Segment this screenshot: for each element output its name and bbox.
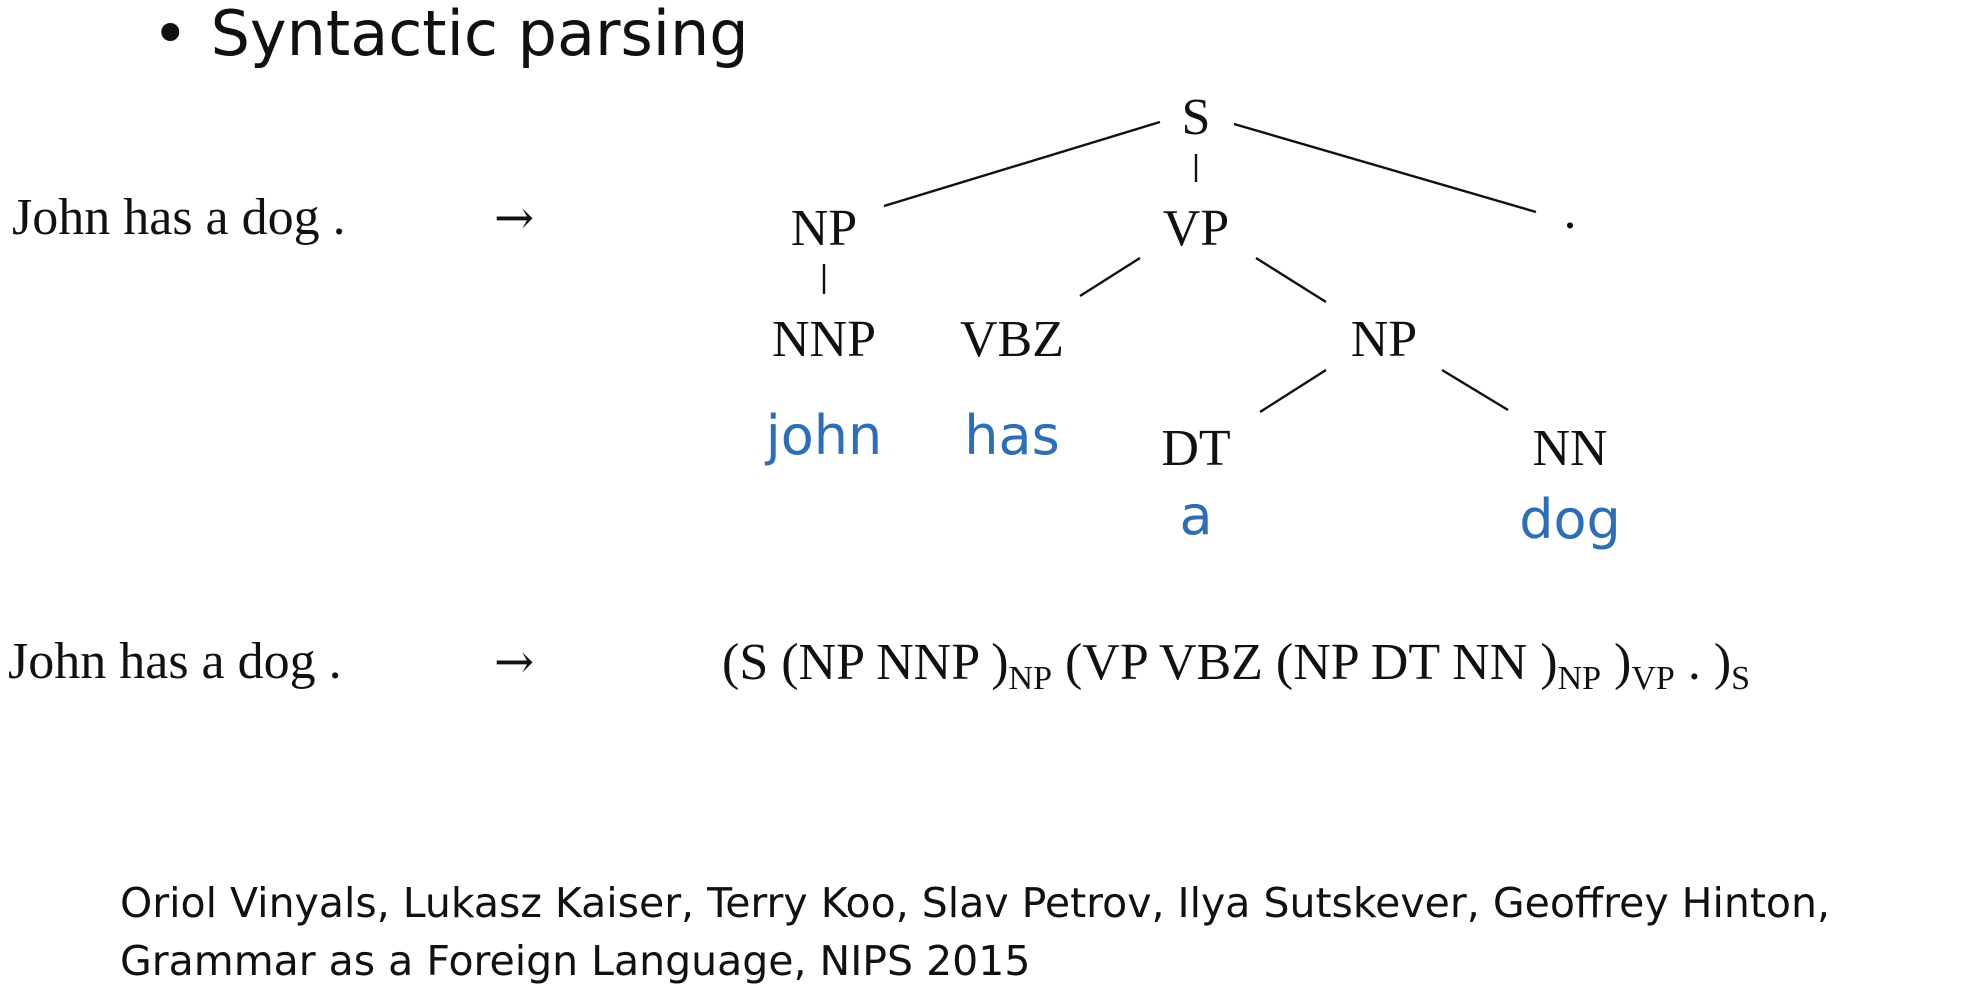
linearized-parse: (S (NP NNP )NP (VP VBZ (NP DT NN )NP )VP… bbox=[722, 628, 1750, 698]
example-sentence-linearized: John has a dog . bbox=[8, 633, 342, 690]
tree-edges bbox=[822, 120, 1537, 414]
arrow-to-linearized: → bbox=[494, 634, 535, 690]
node-period: . bbox=[1564, 183, 1577, 240]
edge-np-dt bbox=[1259, 368, 1327, 414]
node-nn: NN bbox=[1532, 420, 1607, 477]
edge-s-np bbox=[883, 120, 1161, 208]
edge-vp-vbz bbox=[1079, 256, 1141, 298]
tree-word-labels: john has a dog bbox=[765, 404, 1621, 551]
node-dt: DT bbox=[1161, 420, 1230, 477]
edge-np-nn bbox=[1441, 368, 1509, 412]
bracket-segment: (VP VBZ (NP DT NN ) bbox=[1051, 634, 1558, 691]
edge-s-period bbox=[1233, 122, 1537, 214]
bracket-subscript: S bbox=[1731, 660, 1751, 697]
word-has: has bbox=[964, 404, 1059, 467]
word-dog: dog bbox=[1519, 488, 1621, 551]
bracket-subscript: VP bbox=[1631, 660, 1675, 697]
bullet-marker: • bbox=[152, 0, 189, 70]
edge-vp-np bbox=[1255, 256, 1327, 304]
bracket-segment: ) bbox=[1601, 634, 1632, 691]
bracket-segment: . ) bbox=[1674, 634, 1732, 691]
node-vbz: VBZ bbox=[960, 311, 1064, 368]
node-np-object: NP bbox=[1351, 311, 1417, 368]
node-np: NP bbox=[791, 200, 857, 257]
slide-title-text: Syntactic parsing bbox=[210, 0, 749, 70]
bracket-segment: (S (NP NNP ) bbox=[722, 634, 1009, 691]
bracket-subscript: NP bbox=[1557, 660, 1602, 697]
word-a: a bbox=[1179, 484, 1212, 547]
citation-authors: Oriol Vinyals, Lukasz Kaiser, Terry Koo,… bbox=[120, 879, 1831, 927]
example-sentence-tree: John has a dog . bbox=[12, 189, 346, 246]
bracket-subscript: NP bbox=[1008, 660, 1052, 697]
citation-title: Grammar as a Foreign Language, NIPS 2015 bbox=[120, 937, 1031, 985]
node-vp: VP bbox=[1163, 200, 1229, 257]
slide-title: • Syntactic parsing bbox=[152, 0, 749, 74]
word-john: john bbox=[765, 404, 883, 467]
node-s: S bbox=[1182, 89, 1211, 146]
arrow-to-tree: → bbox=[494, 190, 535, 246]
citation: Oriol Vinyals, Lukasz Kaiser, Terry Koo,… bbox=[120, 874, 1830, 990]
node-nnp: NNP bbox=[772, 311, 876, 368]
tree-node-labels: S NP VP . NNP VBZ NP DT NN bbox=[772, 89, 1608, 477]
